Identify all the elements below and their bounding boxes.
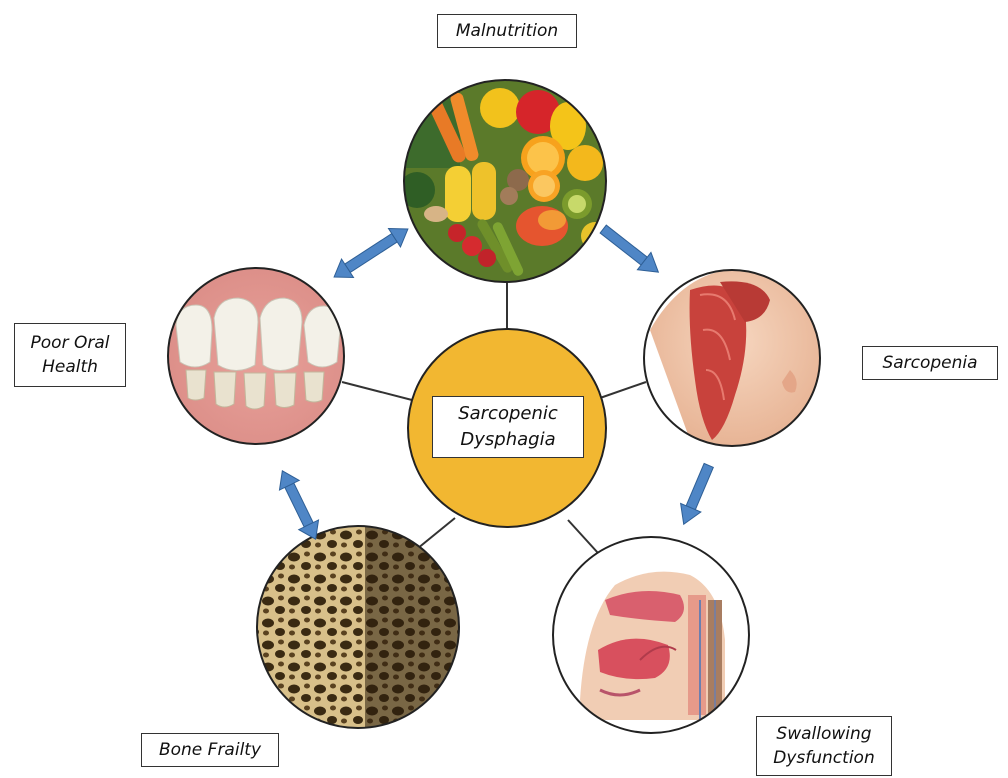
connector-oral <box>342 382 412 400</box>
malnutrition-image <box>399 78 610 288</box>
label-sarcopenia: Sarcopenia <box>862 346 998 380</box>
arrow-oral-malnutrition <box>328 220 414 286</box>
tongue-icon <box>598 639 670 680</box>
connector-swallowing <box>568 520 598 553</box>
label-oral-health: Poor Oral Health <box>14 323 126 387</box>
connector-sarcopenia <box>600 382 646 398</box>
label-malnutrition: Malnutrition <box>437 14 577 48</box>
label-bone-frailty-text: Bone Frailty <box>159 738 261 762</box>
label-bone-frailty: Bone Frailty <box>141 733 279 767</box>
label-swallowing: Swallowing Dysfunction <box>756 716 892 776</box>
label-swallowing-line2: Dysfunction <box>773 746 874 770</box>
sarcopenia-image <box>644 269 820 450</box>
label-swallowing-line1: Swallowing <box>776 722 871 746</box>
bone-frailty-image <box>250 520 475 735</box>
label-sarcopenia-text: Sarcopenia <box>882 351 977 375</box>
label-center-line1: Sarcopenic <box>433 401 583 427</box>
label-oral-line1: Poor Oral <box>31 331 110 355</box>
oral-health-image <box>160 260 360 460</box>
label-center: Sarcopenic Dysphagia <box>432 396 584 458</box>
swallowing-image <box>553 537 749 733</box>
arrow-malnutrition-sarcopenia <box>596 220 665 280</box>
label-oral-line2: Health <box>42 355 98 379</box>
label-malnutrition-text: Malnutrition <box>456 19 558 43</box>
arrow-sarcopenia-swallowing <box>674 461 719 529</box>
arrow-oral-bone <box>272 466 325 544</box>
label-center-line2: Dysphagia <box>433 427 583 453</box>
